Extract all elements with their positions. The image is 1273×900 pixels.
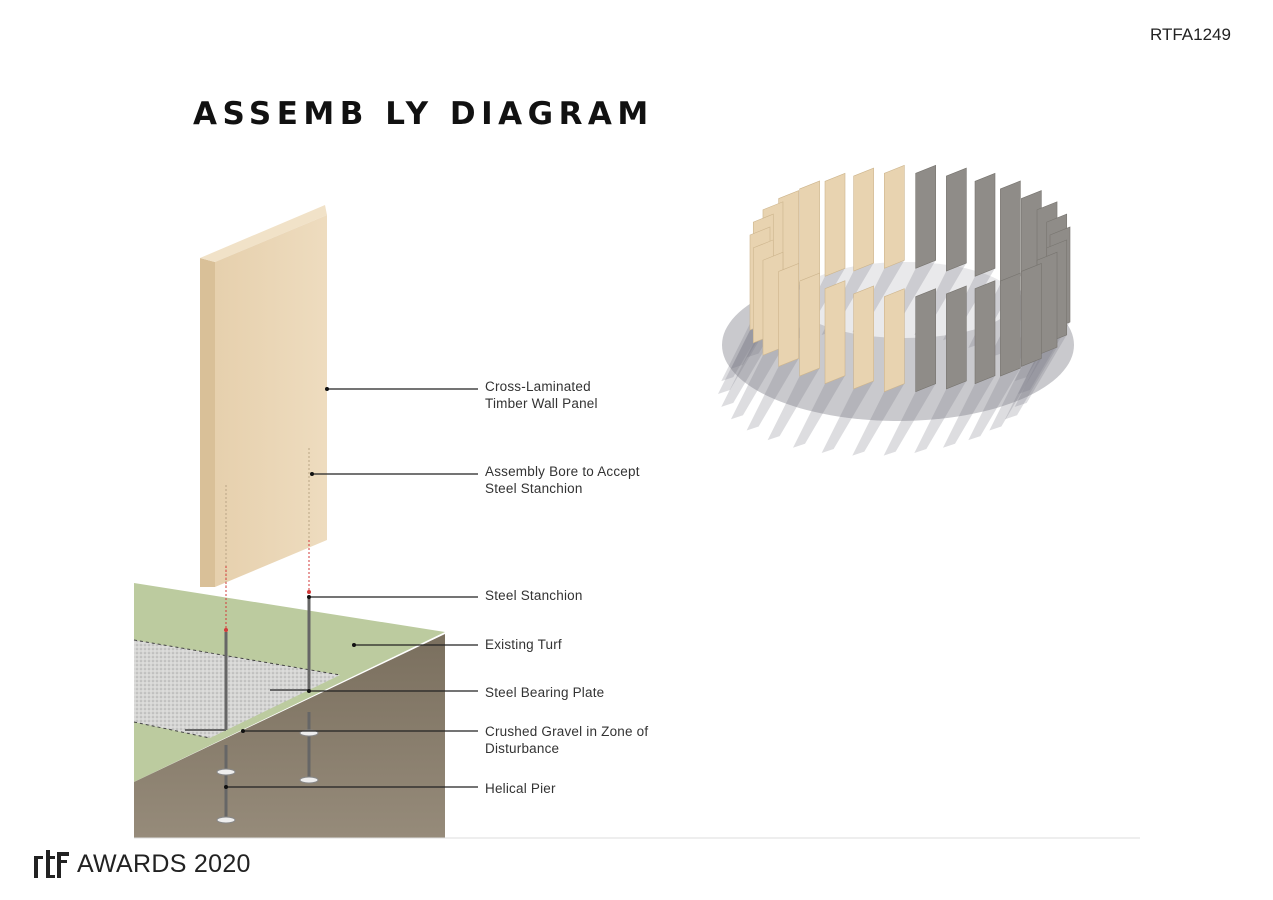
panel-shadow — [1014, 334, 1067, 407]
ring-panel — [974, 172, 996, 277]
label-helical-pier: Helical Pier — [485, 781, 556, 796]
ring-panel — [1000, 180, 1021, 285]
panel-shadow — [943, 375, 995, 448]
bearing-plates — [185, 689, 309, 731]
panel-shadow — [821, 380, 874, 453]
helical-flights — [216, 729, 319, 824]
awards-text: AWARDS 2020 — [77, 849, 251, 878]
bore-alignment-lines — [225, 540, 310, 630]
ring-panel — [884, 288, 905, 393]
rtf-awards-logo: AWARDS 2020 — [33, 848, 251, 880]
ring-panel — [824, 280, 846, 385]
panel-shadow — [767, 368, 820, 441]
ring-panel — [946, 285, 967, 390]
ring-panel — [824, 172, 846, 277]
panel-shadow — [793, 375, 845, 448]
ring-panel — [915, 164, 936, 269]
clt-wall-panel — [200, 205, 327, 587]
ring-panel — [799, 272, 820, 377]
leader-lines — [226, 388, 478, 788]
circular-installation — [718, 164, 1074, 456]
ring-panel — [778, 262, 799, 367]
project-code: RTFA1249 — [1150, 25, 1231, 44]
panel-shadow — [989, 358, 1042, 431]
panel-shadow — [914, 380, 967, 453]
panel-shadow — [883, 383, 936, 456]
label-steel-stanchion: Steel Stanchion — [485, 588, 583, 603]
label-existing-turf: Existing Turf — [485, 637, 562, 652]
page-title: ASSEMB LY DIAGRAM — [193, 96, 654, 132]
ring-panel — [946, 167, 967, 272]
ring-panel — [853, 167, 874, 272]
panel-shadow — [730, 347, 783, 420]
ring-panel — [1000, 272, 1021, 377]
gravel-zone — [134, 640, 340, 738]
ring-panel — [884, 164, 905, 269]
ring-panel — [915, 288, 936, 393]
label-bearing-plate: Steel Bearing Plate — [485, 685, 605, 700]
ring-panel — [1021, 262, 1042, 367]
ring-panel — [974, 280, 996, 385]
ring-panel — [799, 180, 820, 285]
panel-shadow — [721, 334, 774, 407]
panel-shadow — [746, 358, 799, 431]
ground-block — [133, 583, 445, 838]
ring-panel — [853, 285, 874, 390]
panel-shadow — [852, 383, 905, 456]
panel-shadow — [1005, 347, 1058, 420]
steel-stanchions — [224, 596, 311, 822]
rtf-logo-mark — [34, 850, 69, 878]
panel-shadow — [968, 368, 1021, 441]
